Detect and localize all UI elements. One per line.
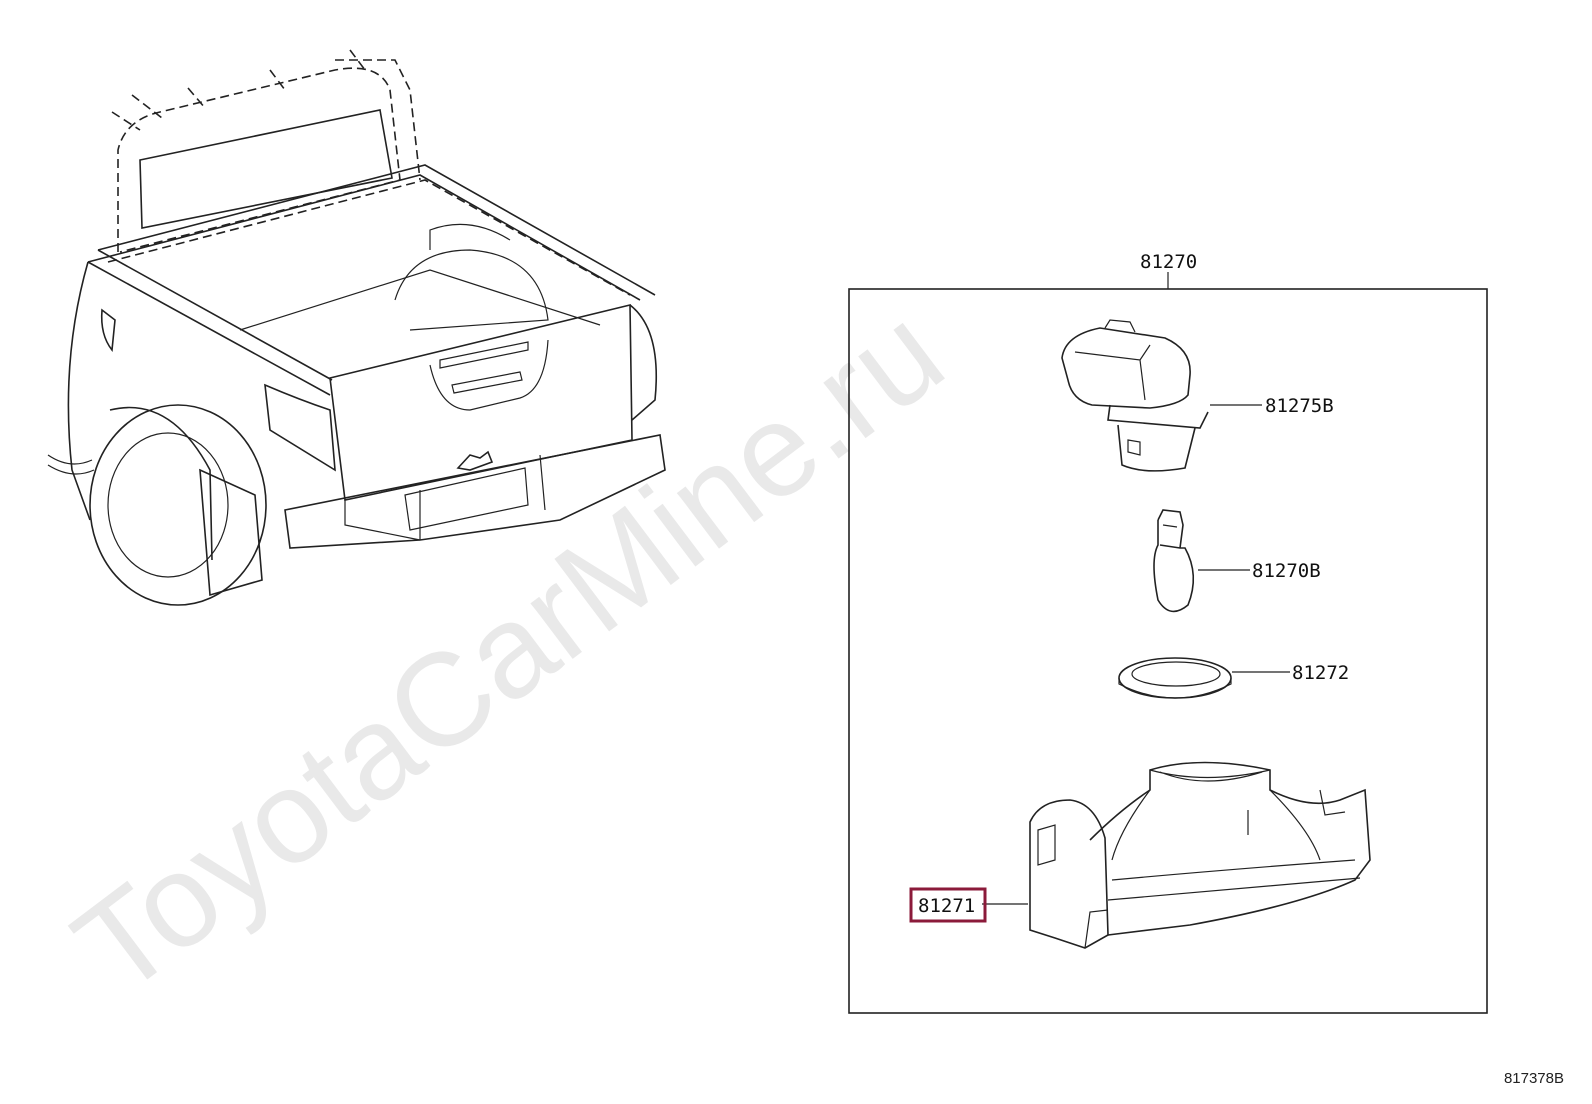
bulb-part-number: 81270B <box>1252 560 1321 582</box>
assembly-box: 81270 <box>848 251 1488 1014</box>
gasket-ring-icon: 81272 <box>1118 657 1349 699</box>
gasket-part-number: 81272 <box>1292 662 1349 684</box>
pickup-truck-rear-illustration <box>47 49 666 606</box>
diagram-code: 817378B <box>1503 1070 1564 1087</box>
bulb-socket-icon: 81275B <box>1061 319 1334 472</box>
watermark-text: ToyotaCarMine.ru <box>48 278 968 1022</box>
assembly-part-number: 81270 <box>1140 251 1197 273</box>
lamp-housing-icon: 81271 <box>909 761 1371 949</box>
wedge-bulb-icon: 81270B <box>1153 509 1321 613</box>
socket-part-number: 81275B <box>1265 395 1334 417</box>
housing-part-number[interactable]: 81271 <box>918 895 975 917</box>
housing-highlight-box <box>909 887 987 923</box>
